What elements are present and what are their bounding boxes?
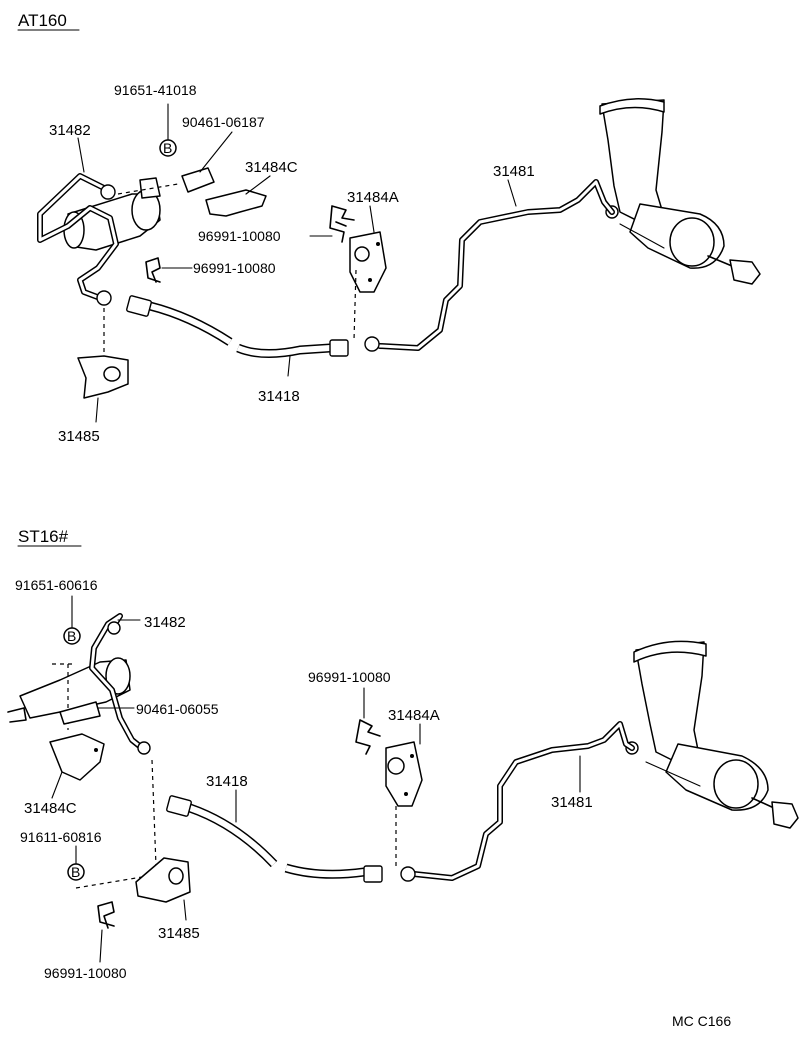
label-96991-10080-a: 96991-10080 [308,669,391,685]
label-31482: 31482 [49,122,91,139]
reservoir-body [601,99,665,223]
bolt-badge-letter: B [71,864,80,880]
release-cylinder-at160 [37,173,179,356]
master-cylinder-st16 [625,640,799,829]
leader-90461 [199,131,233,173]
reservoir-cap [599,98,665,115]
label-31418: 31418 [206,773,248,790]
label-31484C: 31484C [245,159,298,176]
cylinder-end [669,217,715,267]
section-st16: ST16# [7,527,799,981]
label-31484A: 31484A [388,707,440,724]
dash-mount [619,223,665,249]
bracket-31484A-st16 [385,741,423,866]
label-91651-60616: 91651-60616 [15,577,98,593]
section-heading-st16: ST16# [18,527,69,546]
section-at160: AT160 [17,11,761,445]
label-96991-10080-b: 96991-10080 [44,965,127,981]
leader-96991-st16-b [99,929,103,963]
figure-code: MC C166 [672,1013,731,1029]
leader-31481 [507,179,517,207]
leader-31482 [77,137,85,173]
clip-96991-left-at160 [145,257,161,283]
label-31482: 31482 [144,614,186,631]
bracket-31484C-st16 [49,733,105,781]
leader-31484C [245,175,271,195]
clip-96991-st16-b [97,901,115,929]
pushrod [707,255,733,267]
tube-nut-bottom [96,290,112,306]
label-96991-10080-a: 96991-10080 [198,228,281,244]
tube-31481-at160 [364,179,615,352]
tube-nut-top [100,184,116,200]
leader-31484C-st16 [51,771,63,799]
section-heading-at160: AT160 [18,11,67,30]
leader-31418 [287,355,291,377]
label-96991-10080-b: 96991-10080 [193,260,276,276]
master-cylinder-at160 [599,98,761,285]
label-91651-41018: 91651-41018 [114,82,197,98]
leader-31485 [95,397,99,423]
clip-96991-st16-a [355,719,381,755]
hose-31418-st16 [166,795,383,883]
label-31484A: 31484A [347,189,399,206]
hose-fitting-left [126,295,152,317]
bracket-31485-at160 [77,355,129,399]
label-90461-06187: 90461-06187 [182,114,265,130]
release-cylinder-st16 [7,613,157,867]
hose-31418-at160 [126,295,349,358]
bracket-31484A-at160 [349,231,387,341]
label-31485: 31485 [58,428,100,445]
leader-31485-st16 [183,899,187,921]
label-90461-06055: 90461-06055 [136,701,219,717]
tube-nut [364,336,380,352]
label-31484C: 31484C [24,800,77,817]
clevis [729,259,761,285]
label-31485: 31485 [158,925,200,942]
bracket-31484C-at160 [205,189,267,217]
plate-90461-06187 [181,167,215,193]
hose-fitting-right [329,339,349,357]
label-91611-60816: 91611-60816 [20,829,102,845]
clip-96991-right-at160 [329,205,355,243]
plate-90461-06055 [59,701,101,725]
tube-31481-st16 [400,721,635,882]
label-31481: 31481 [551,794,593,811]
bolt-badge-letter: B [67,628,76,644]
label-31418: 31418 [258,388,300,405]
bolt-badge-letter: B [163,140,172,156]
label-31481: 31481 [493,163,535,180]
leader-31484A [369,205,375,233]
